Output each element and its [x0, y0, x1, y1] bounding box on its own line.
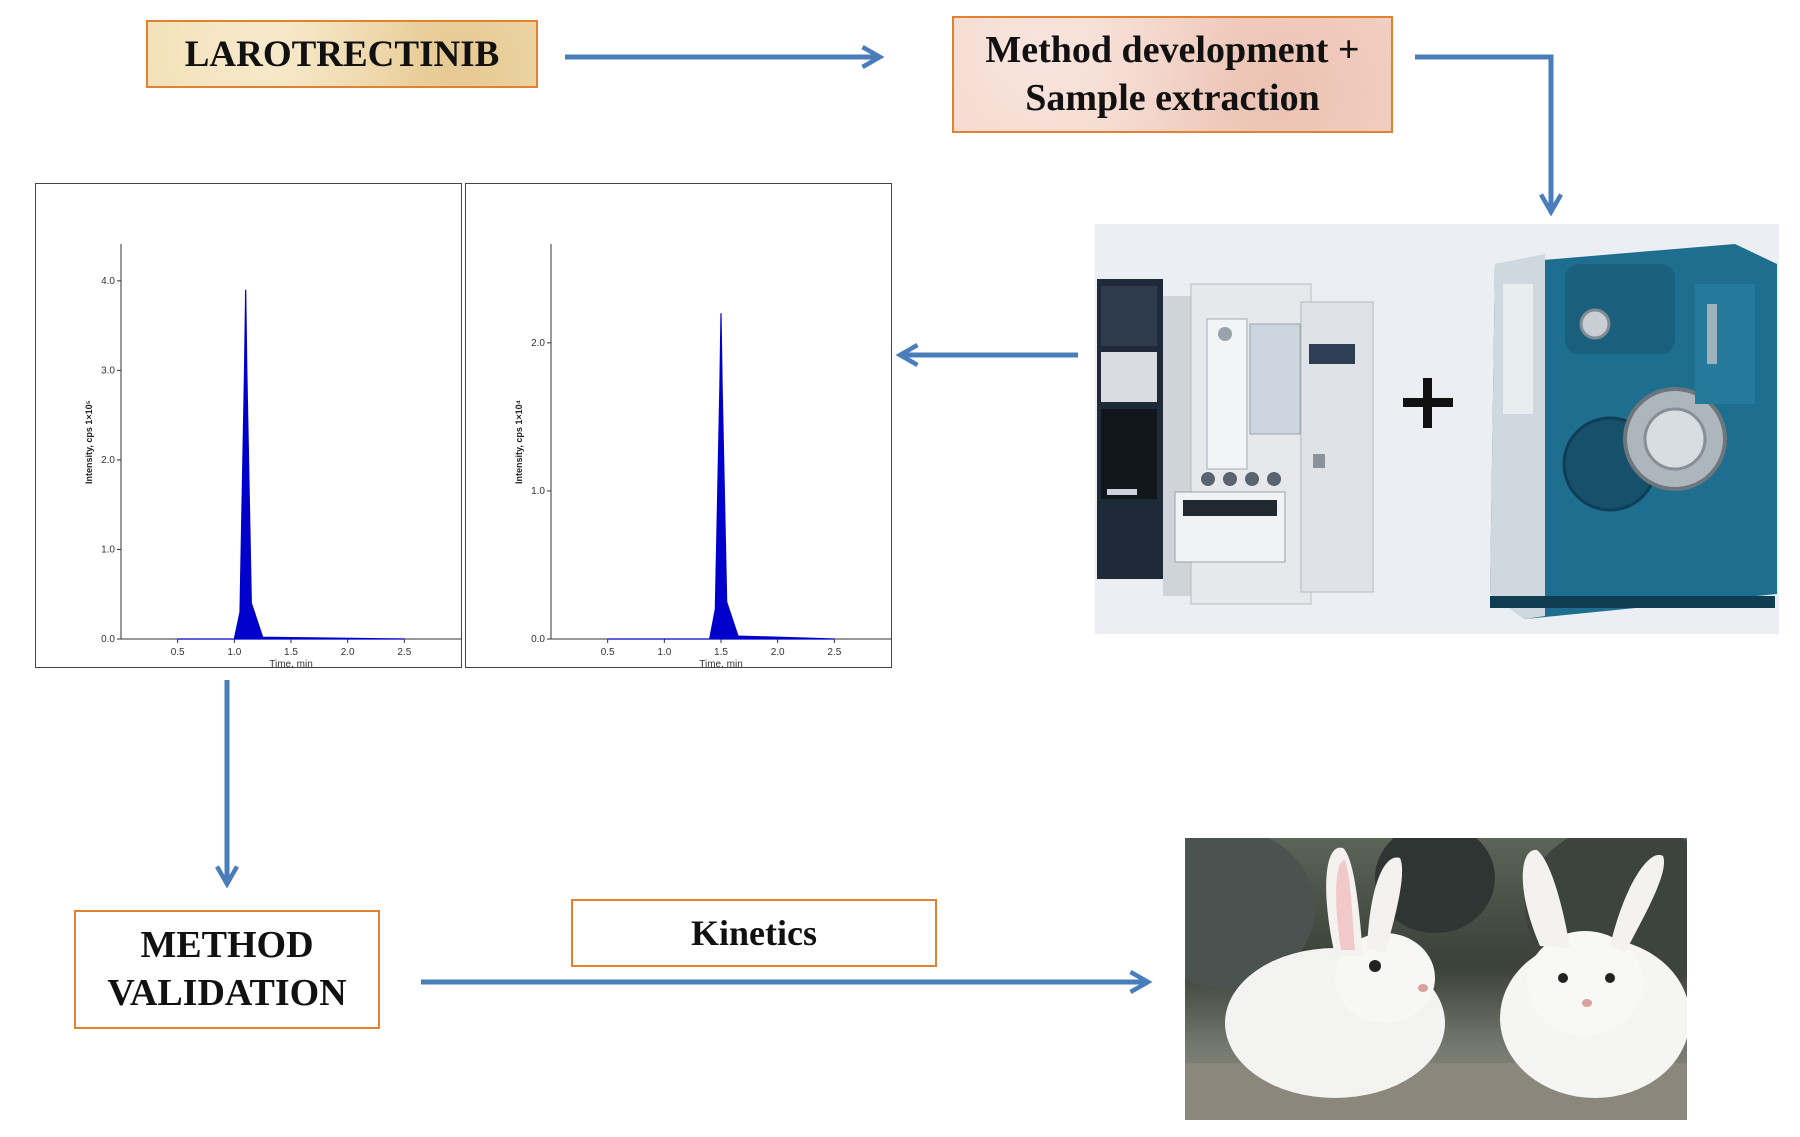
y-tick-label: 2.0 — [101, 455, 115, 466]
x-tick-label: 2.0 — [771, 647, 785, 658]
x-tick-label: 2.5 — [397, 647, 411, 658]
rabbits-illustration — [1185, 838, 1687, 1120]
x-axis-title: Time, min — [699, 659, 743, 670]
x-axis-title: Time, min — [269, 659, 313, 670]
x-tick-label: 1.0 — [657, 647, 671, 658]
hplc-system-illustration — [1097, 244, 1777, 619]
y-tick-label: 0.0 — [101, 634, 115, 645]
chart1-ylabel: Intensity, cps 1×10⁵ — [84, 400, 94, 484]
y-tick-label: 4.0 — [101, 276, 115, 287]
x-tick-label: 1.5 — [284, 647, 298, 658]
lcms-instrument-image: + — [1095, 224, 1779, 634]
sample-extraction-label: Sample extraction — [1025, 76, 1320, 119]
kinetics-box: Kinetics — [571, 899, 937, 967]
x-tick-label: 2.5 — [827, 647, 841, 658]
y-tick-label: 1.0 — [101, 544, 115, 555]
drug-box: LAROTRECTINIB — [146, 20, 538, 88]
method-validation-label-2: VALIDATION — [107, 971, 347, 1014]
y-tick-label: 2.0 — [531, 338, 545, 349]
y-tick-label: 3.0 — [101, 365, 115, 376]
x-tick-label: 1.0 — [227, 647, 241, 658]
chart2-ylabel: Intensity, cps 1×10⁴ — [514, 399, 524, 484]
y-tick-label: 1.0 — [531, 486, 545, 497]
method-validation-box: METHOD VALIDATION — [74, 910, 380, 1029]
chromatogram-peak — [177, 289, 405, 640]
x-tick-label: 1.5 — [714, 647, 728, 658]
method-development-label: Method development + — [985, 29, 1360, 71]
kinetics-label: Kinetics — [691, 913, 817, 953]
x-tick-label: 0.5 — [601, 647, 615, 658]
x-tick-label: 2.0 — [341, 647, 355, 658]
drug-label: LAROTRECTINIB — [184, 33, 500, 75]
rabbits-image — [1185, 838, 1687, 1120]
x-tick-label: 0.5 — [171, 647, 185, 658]
y-tick-label: 0.0 — [531, 634, 545, 645]
method-validation-label-1: METHOD — [140, 924, 314, 966]
arrow-method-to-instrument — [1415, 54, 1563, 217]
chromatogram-peak — [607, 313, 835, 640]
method-development-box: Method development + Sample extraction — [952, 16, 1393, 133]
